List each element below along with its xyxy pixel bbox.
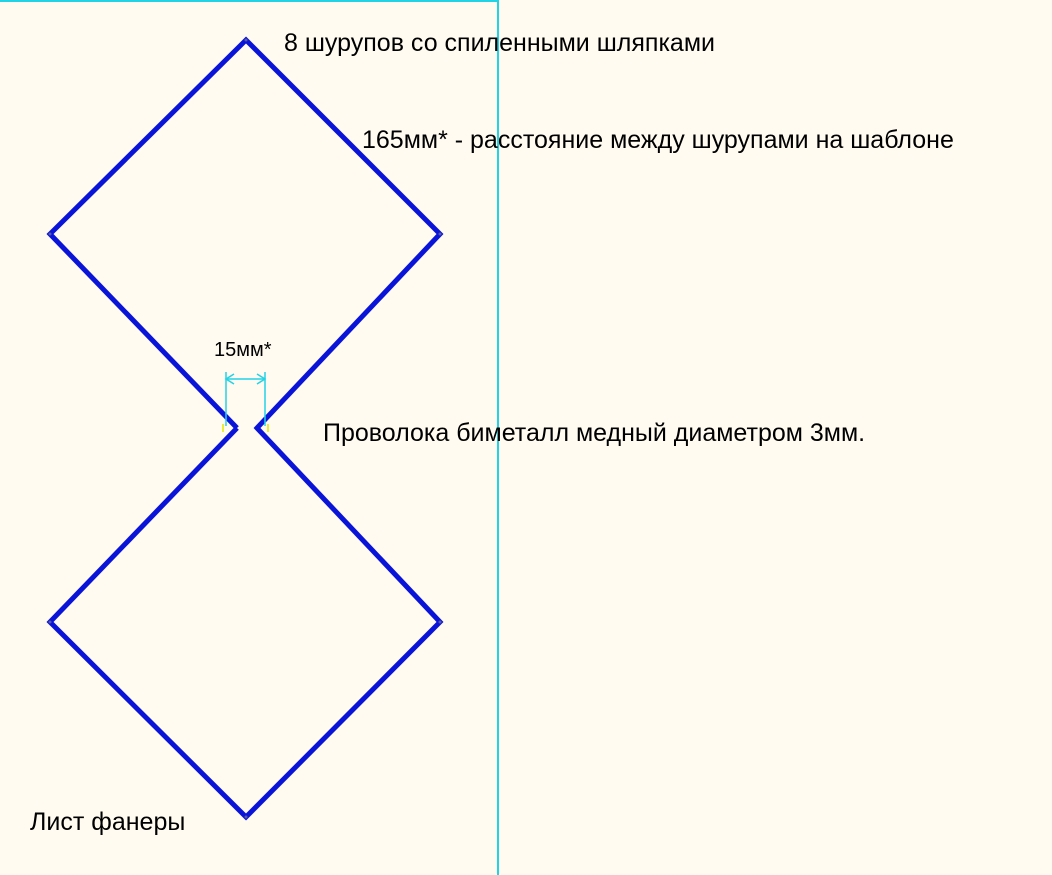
screw-marker-top (244, 38, 248, 42)
screws-annotation: 8 шурупов со спиленными шляпками (284, 29, 715, 57)
plywood-sheet-outline (0, 0, 499, 875)
gap-dimension: 15мм* (214, 339, 272, 432)
distance-annotation: 165мм* - расстояние между шурупами на ша… (362, 126, 954, 154)
screw-marker-upper-left (48, 232, 52, 236)
screw-marker-lower-left (48, 620, 52, 624)
screw-markers (48, 38, 442, 819)
sheet-annotation: Лист фанеры (30, 808, 185, 836)
screw-marker-lower-right (438, 620, 442, 624)
gap-arrow-left (224, 373, 235, 385)
wire-annotation: Проволока биметалл медный диаметром 3мм. (323, 419, 865, 447)
biquad-wire-antenna (46, 36, 444, 821)
gap-dimension-label: 15мм* (214, 339, 272, 361)
screw-marker-upper-right (438, 232, 442, 236)
screw-marker-bottom (244, 815, 248, 819)
gap-arrow-right (256, 373, 267, 385)
